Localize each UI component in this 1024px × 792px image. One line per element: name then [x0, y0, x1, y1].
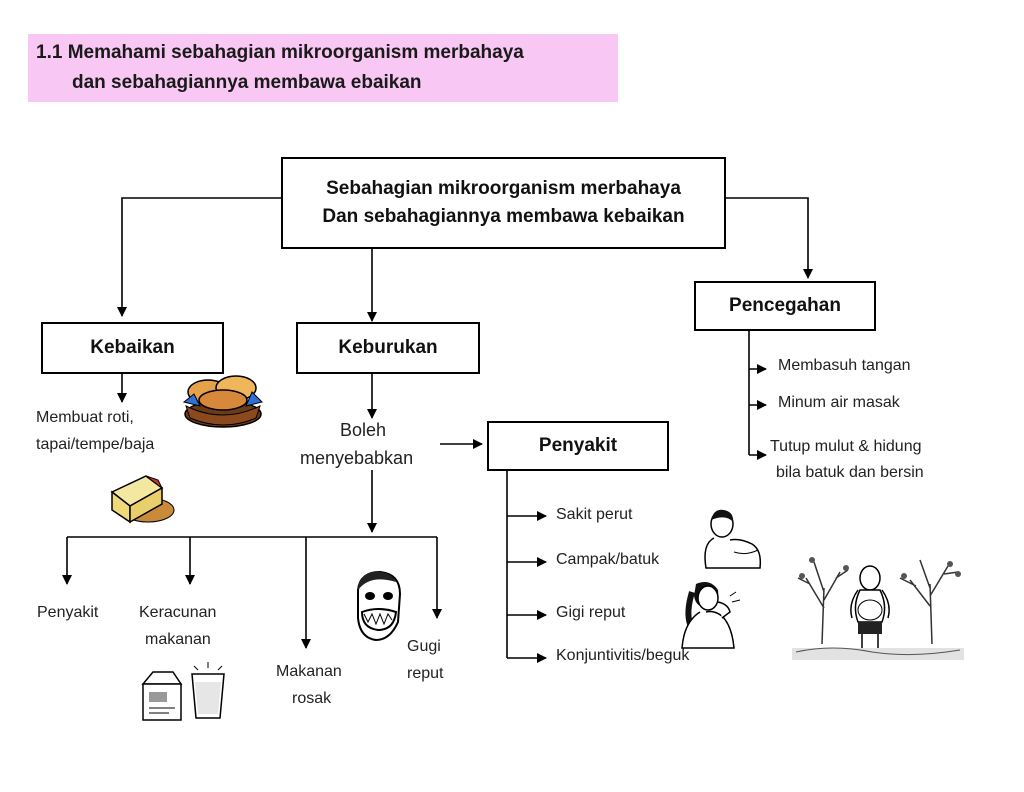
pencegahan-item-2: Minum air masak	[778, 394, 900, 411]
keburukan-title: Keburukan	[338, 337, 438, 358]
arrow-root-pencegahan	[726, 197, 813, 279]
cause-line-2: menyebabkan	[300, 448, 414, 468]
decayed-teeth-face-icon	[357, 570, 402, 642]
page-title-line-1: 1.1 Memahami sebahagian mikroorganism me…	[36, 42, 524, 63]
root-line-2: Dan sebahagiannya membawa kebaikan	[322, 206, 685, 227]
effect-gigi-line-2: reput	[407, 665, 444, 682]
root-line-1: Sebahagian mikroorganism merbahaya	[326, 178, 681, 200]
effect-makanan-line-1: Makanan	[276, 663, 342, 680]
effect-makanan-line-2: rosak	[292, 690, 332, 707]
effect-gigi-line-1: Gugi	[407, 638, 441, 655]
penyakit-item-1: Sakit perut	[556, 506, 633, 523]
kebaikan-title: Kebaikan	[90, 337, 175, 358]
keburukan-box: Keburukan	[296, 322, 480, 374]
penyakit-box: Penyakit	[487, 421, 669, 471]
milk-carton-icon	[141, 671, 183, 721]
kebaikan-desc-line-1: Membuat roti,	[36, 409, 134, 426]
effect-keracunan-line-2: makanan	[145, 631, 211, 648]
effect-keracunan-line-1: Keracunan	[139, 604, 217, 621]
page-title-line-2: dan sebahagiannya membawa ebaikan	[72, 72, 422, 93]
pencegahan-item-3-line-2: bila batuk dan bersin	[776, 464, 924, 481]
pencegahan-box: Pencegahan	[694, 281, 876, 331]
penyakit-item-3: Gigi reput	[556, 604, 626, 621]
arrow-root-kebaikan	[117, 197, 281, 317]
glass-icon	[191, 662, 225, 719]
pencegahan-item-3-line-1: Tutup mulut & hidung	[770, 438, 922, 455]
pencegahan-title: Pencegahan	[729, 295, 841, 316]
pencegahan-item-1: Membasuh tangan	[778, 357, 911, 374]
penyakit-item-2: Campak/batuk	[556, 551, 660, 568]
penyakit-title: Penyakit	[538, 435, 618, 456]
bread-basket-icon	[182, 375, 263, 428]
sick-man-icon	[704, 509, 762, 569]
title-band	[28, 34, 618, 102]
cause-line-1: Boleh	[340, 420, 387, 440]
effect-penyakit: Penyakit	[37, 604, 99, 621]
penyakit-item-4: Konjuntivitis/beguk	[556, 647, 690, 664]
sick-boy-trees-icon	[792, 557, 964, 660]
kebaikan-desc-line-2: tapai/tempe/baja	[36, 436, 155, 453]
root-box: Sebahagian mikroorganism merbahaya Dan s…	[281, 157, 726, 249]
kebaikan-box: Kebaikan	[41, 322, 224, 374]
cheese-icon	[110, 475, 175, 524]
coughing-woman-icon	[681, 582, 741, 649]
